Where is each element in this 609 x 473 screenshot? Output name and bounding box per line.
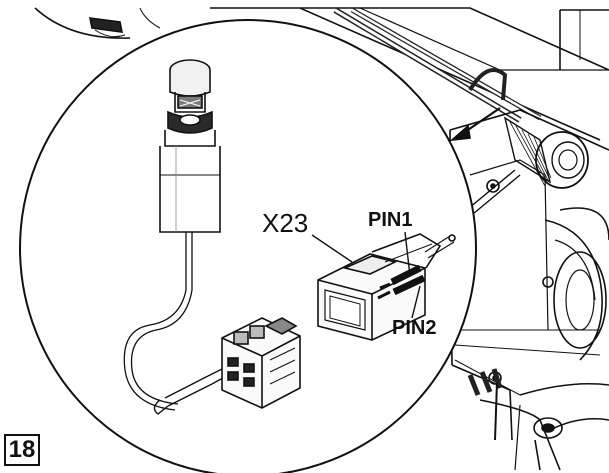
figure-number: 18 <box>4 434 40 466</box>
callout-leaders <box>311 231 421 319</box>
x23-connector <box>317 233 456 341</box>
x23-leader-line <box>311 234 353 263</box>
top-left-detail <box>34 7 161 39</box>
pin2-label: PIN2 <box>392 317 436 339</box>
x23-label: X23 <box>262 208 308 238</box>
pin1-leader-line <box>404 231 411 277</box>
pin1-label: PIN1 <box>368 209 412 231</box>
cable-gland <box>503 116 589 189</box>
sensor-probe <box>123 59 221 411</box>
magnified-detail-circle <box>19 19 477 473</box>
arrow-pointer-icon <box>449 107 501 142</box>
female-connector-half <box>221 317 301 409</box>
pin2-leader-line <box>411 285 421 319</box>
